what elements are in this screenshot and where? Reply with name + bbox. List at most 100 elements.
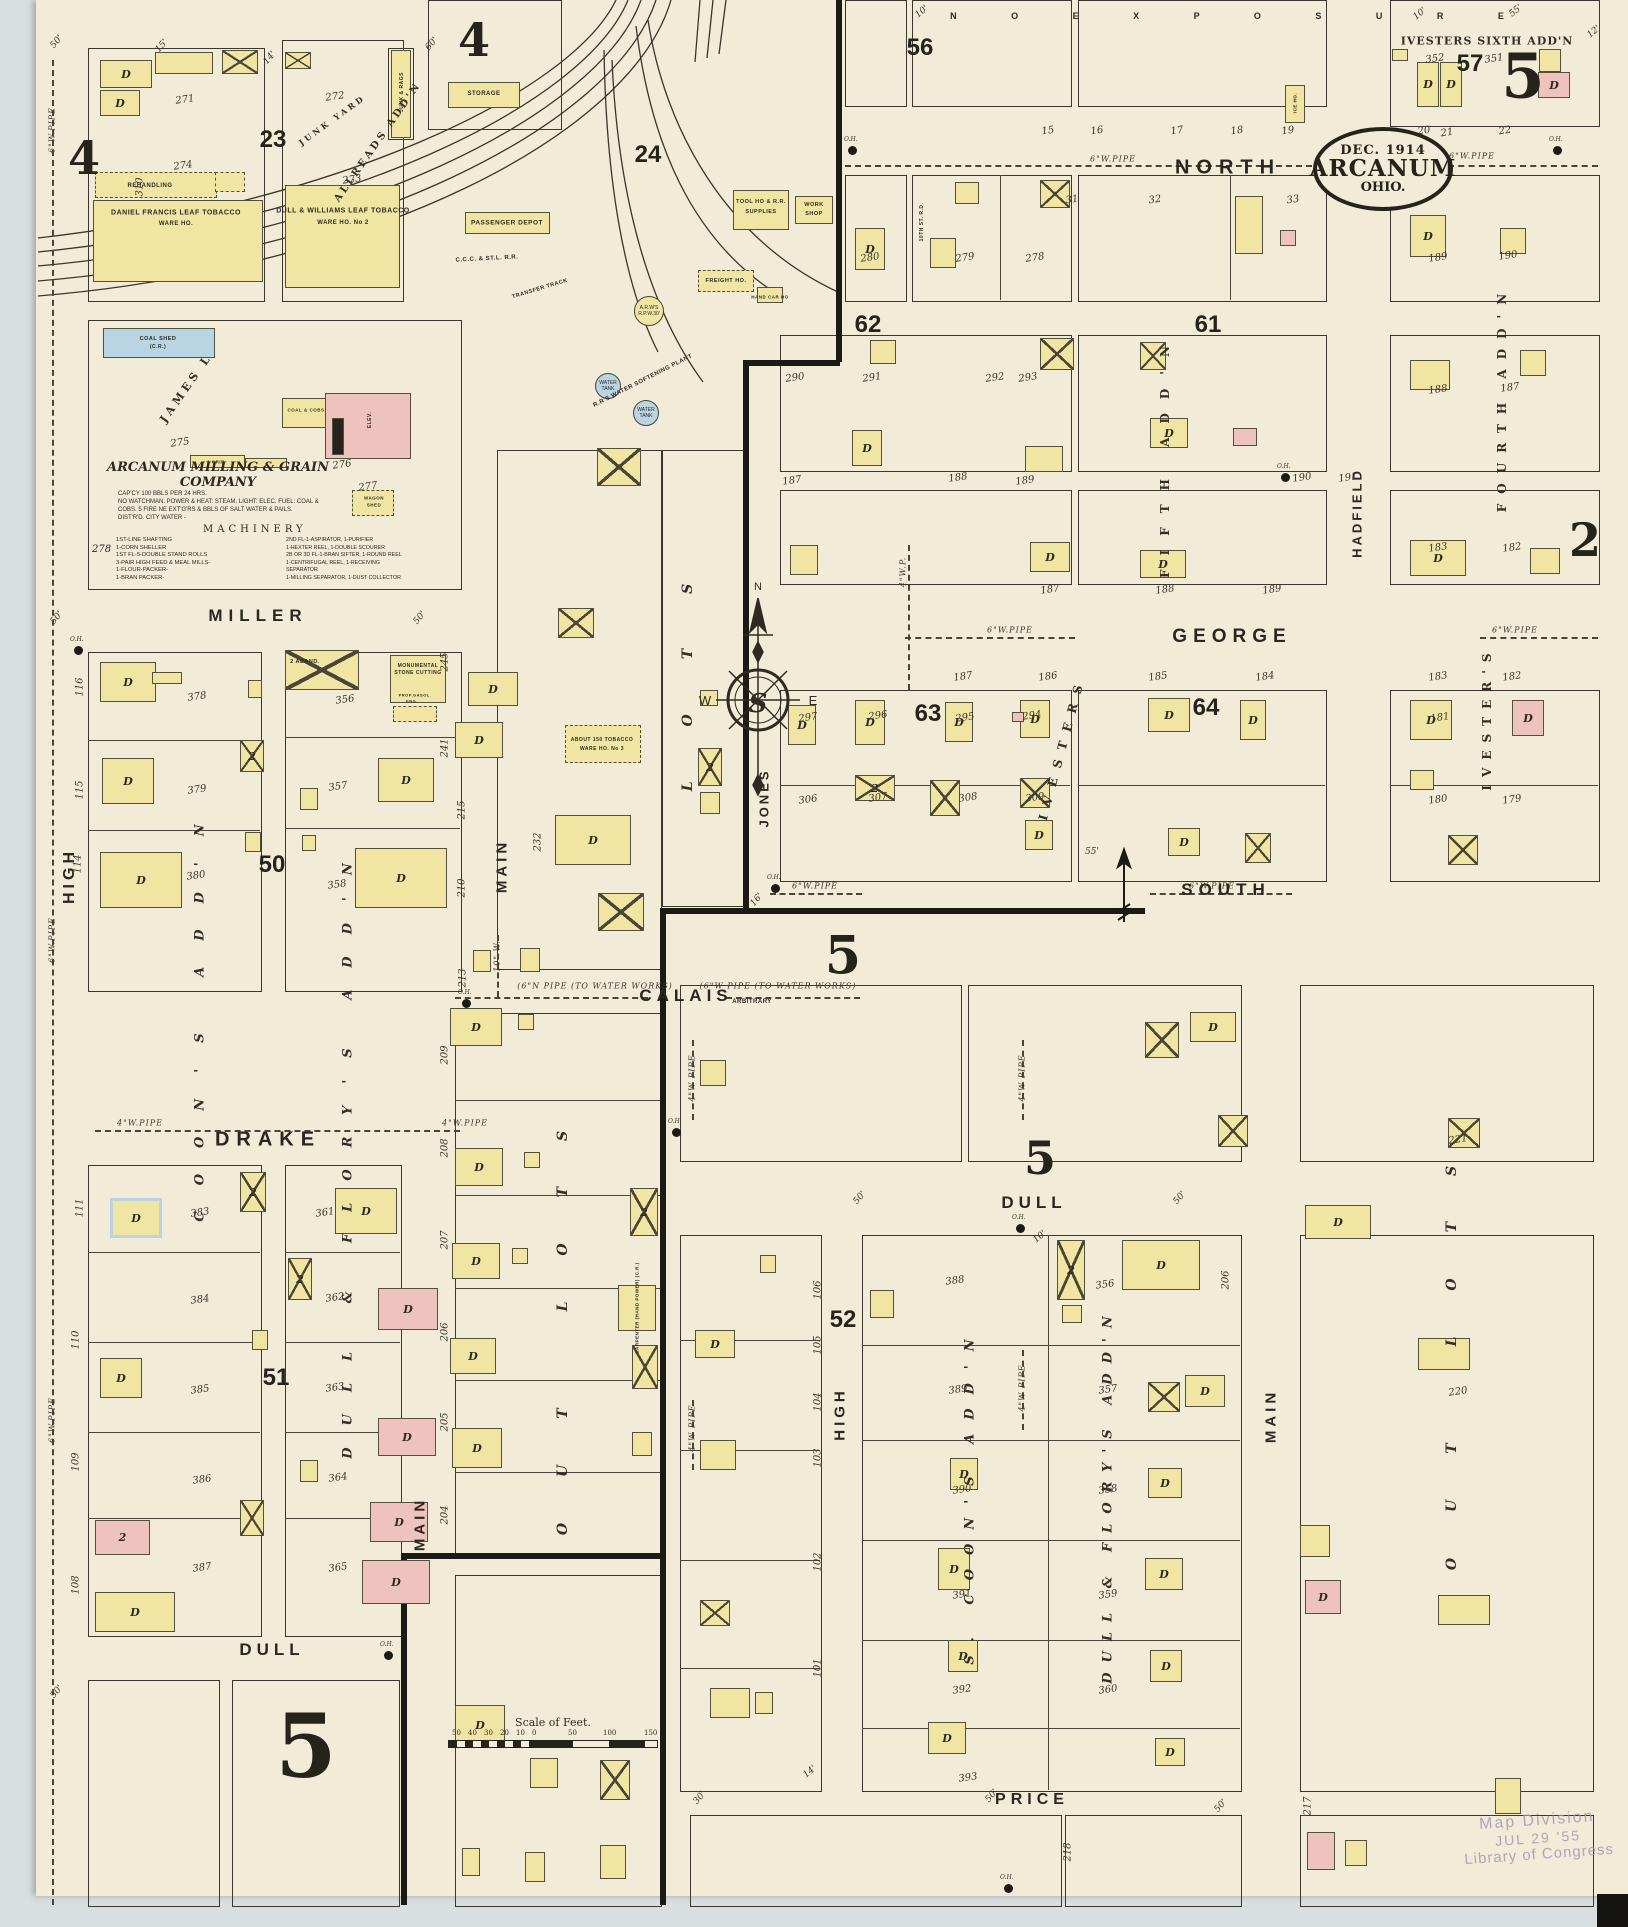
barn-cross-mark: [1146, 1023, 1178, 1057]
building: D: [938, 1548, 970, 1590]
lot-line: [862, 1540, 1240, 1541]
building: [248, 680, 262, 698]
poi-label: REHANDLING: [127, 183, 173, 189]
poi-label: SUPPLIES: [745, 209, 777, 215]
lot-line: [88, 1342, 260, 1343]
street-label: MAIN: [1262, 1388, 1280, 1444]
building: [473, 950, 491, 972]
addition-label: IVESTERS SIXTH ADD'N: [1400, 34, 1574, 48]
city-block: [88, 1680, 220, 1907]
building: [95, 172, 217, 198]
lot-number: 215: [456, 800, 468, 820]
adjacent-sheet-number: 4: [457, 13, 491, 67]
scale-tick-label: 30: [484, 1729, 493, 1737]
adjacent-sheet-number: 5: [275, 1694, 337, 1798]
pipe-label: 6"W.PIPE: [987, 625, 1033, 635]
building: [300, 788, 318, 810]
building: [1307, 1832, 1335, 1870]
building: [733, 190, 789, 230]
lot-line: [1230, 175, 1231, 300]
water-pipe-line: [497, 935, 499, 997]
city-block: [428, 0, 562, 130]
mill-description: 278 ARCANUM MILLING & GRAIN COMPANY CAP'…: [88, 460, 418, 582]
building: [870, 340, 896, 364]
building: D: [1410, 215, 1446, 257]
building: D: [945, 702, 973, 742]
mill-title: ARCANUM MILLING & GRAIN COMPANY: [106, 460, 330, 490]
hydrant-marker: O.H.: [70, 636, 84, 655]
building-label: D: [115, 96, 125, 110]
building-label: D: [396, 871, 406, 885]
water-pipe-line: [770, 893, 862, 895]
building: D: [1140, 550, 1186, 578]
street-label: JONES: [756, 768, 772, 828]
poi-label: 10TH ST. R.D.: [919, 202, 925, 242]
building-label: D: [123, 675, 133, 689]
city-block: [690, 1815, 1062, 1907]
addition-label: IVESTER'S: [1480, 645, 1494, 791]
lot-line: [88, 1432, 260, 1433]
building: [525, 1852, 545, 1882]
building: [1140, 342, 1166, 370]
dimension-label: 55': [1085, 847, 1099, 857]
pipe-label: 6"W.PIPE: [1090, 154, 1136, 164]
building: [282, 398, 330, 428]
adjacent-sheet-number: 4: [67, 131, 101, 185]
building: [1495, 1778, 1521, 1814]
hydrant-marker: O.H.: [1012, 1214, 1026, 1233]
hydrant-marker: O.H.: [844, 136, 858, 155]
barn-cross-mark: [1149, 1383, 1179, 1411]
building: [632, 1345, 658, 1389]
scale-bar-segment: [609, 1741, 645, 1747]
barn-cross-mark: [241, 1173, 265, 1211]
poi-label: COAL SHED: [139, 336, 177, 342]
building: D: [468, 672, 518, 706]
building-label: D: [862, 441, 872, 455]
city-block: [1078, 0, 1327, 107]
street-label: CALAIS: [639, 986, 733, 1005]
pipe-label: 4"W PIPE: [687, 1054, 697, 1102]
building: [1418, 1338, 1470, 1370]
lot-line: [285, 828, 460, 829]
barn-cross-mark: [289, 1259, 311, 1299]
building: [1448, 1118, 1480, 1148]
lot-number: 111: [74, 1198, 86, 1218]
poi-label: SHED: [366, 502, 382, 508]
building: [1392, 49, 1408, 61]
lot-number: 21: [1439, 126, 1455, 140]
building-label: D: [116, 1371, 126, 1385]
street-label: MAIN: [493, 838, 511, 894]
addition-label: FIFTH ADD'N: [1158, 332, 1172, 578]
lot-number: 110: [70, 1330, 82, 1350]
addition-letters: DULL & FLORY'S ADD'N: [340, 841, 356, 1459]
sheet-section-boundary: [401, 1553, 407, 1905]
addition-letters: LOTS: [680, 528, 696, 792]
lot-number: 104: [812, 1392, 824, 1412]
poi-label: DULL & WILLIAMS LEAF TOBACCO: [276, 207, 410, 215]
building: D: [1410, 540, 1466, 576]
barn-cross-mark: [1219, 1116, 1247, 1146]
building: [1012, 712, 1024, 722]
building: D: [370, 1502, 428, 1542]
lot-number: 310: [134, 177, 146, 197]
hydrant-marker: O.H.: [767, 874, 781, 893]
street-label: HIGH: [831, 1387, 849, 1441]
adjacent-sheet-number: 5: [1023, 1131, 1057, 1185]
poi-label: TOOL HO & R.R.: [736, 199, 786, 205]
barn-cross-mark: [1021, 779, 1049, 807]
lot-number: 217: [1302, 1796, 1314, 1816]
lot-number: 101: [812, 1658, 824, 1678]
poi-label: PASSENGER DEPOT: [470, 219, 544, 227]
building: [710, 1688, 750, 1718]
lot-line: [1078, 785, 1325, 786]
lot-number: 204: [439, 1505, 451, 1525]
water-pipe-line: [455, 997, 648, 999]
building: [285, 185, 400, 288]
building: D: [1305, 1580, 1341, 1614]
lot-number: 31: [1064, 193, 1080, 207]
building: [790, 545, 818, 575]
hydrant-marker: O.H.: [458, 989, 472, 1008]
building-label: D: [121, 67, 131, 81]
scan-corner-artifact: [1597, 1894, 1628, 1927]
